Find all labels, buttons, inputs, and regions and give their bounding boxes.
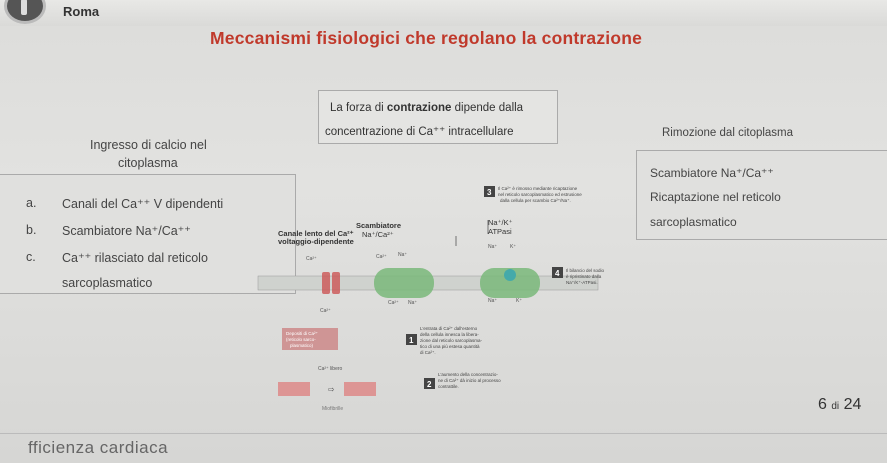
step-2-num: 2 bbox=[427, 380, 432, 389]
right-item-2: Ricaptazione nel reticolo bbox=[650, 190, 781, 204]
depositi-2: (reticolo sarco- bbox=[286, 337, 316, 342]
ca-channel-2 bbox=[332, 272, 340, 294]
step-1-text-5: di Ca²⁺. bbox=[420, 350, 436, 355]
ion-k-1: K⁺ bbox=[510, 244, 516, 250]
miofibrille: Miofibrille bbox=[322, 406, 343, 412]
myofibril-1 bbox=[278, 382, 310, 396]
page-sep: di bbox=[831, 401, 840, 412]
step-4-num: 4 bbox=[555, 269, 560, 278]
step-4-text-1: Il bilancio del sodio bbox=[566, 268, 605, 273]
step-1-text-3: zione dal reticolo sarcoplasma- bbox=[420, 338, 483, 343]
left-item-c-cont: sarcoplasmatico bbox=[62, 276, 153, 290]
left-item-letter-b: b. bbox=[26, 223, 37, 237]
myofibril-2 bbox=[344, 382, 376, 396]
next-slide-title: fficienza cardiaca bbox=[28, 438, 169, 457]
left-item-b: Scambiatore Na⁺/Ca⁺⁺ bbox=[62, 224, 191, 238]
step-3-num: 3 bbox=[487, 188, 492, 197]
step-1-badge bbox=[406, 334, 417, 345]
exchanger bbox=[374, 268, 434, 298]
step-2-text-2: ne di Ca²⁺ dà inizio al processo bbox=[438, 378, 501, 383]
ion-na-1: Na⁺ bbox=[398, 252, 407, 258]
step-1-num: 1 bbox=[409, 336, 414, 345]
center-box bbox=[318, 90, 558, 144]
page-total: 24 bbox=[843, 396, 862, 413]
depositi-1: Depositi di Ca²⁺ bbox=[286, 331, 319, 336]
right-item-1: Scambiatore Na⁺/Ca⁺⁺ bbox=[650, 166, 774, 180]
bold-word: contrazione bbox=[386, 102, 452, 114]
label-nak-1: Na⁺/K⁺ bbox=[488, 218, 513, 227]
slide-title: Meccanismi fisiologici che regolano la c… bbox=[210, 28, 643, 48]
step-2-text-3: contrattile. bbox=[438, 384, 459, 389]
calcium-diagram: Canale lento del Ca²⁺ voltaggio-dipenden… bbox=[257, 186, 605, 412]
step-1-text-1: L'entrata di Ca²⁺ dall'esterno bbox=[420, 326, 478, 331]
label-scamb-2: Na⁺/Ca²⁺ bbox=[362, 230, 394, 239]
step-2-badge bbox=[424, 378, 435, 389]
right-item-3: sarcoplasmatico bbox=[650, 215, 737, 229]
page-number: 6 di 24 bbox=[818, 396, 861, 414]
ion-ca-3: Ca²⁺ bbox=[320, 308, 331, 314]
left-heading: Ingresso di calcio nel citoplasma bbox=[90, 138, 207, 170]
label-canale-1: Canale lento del Ca²⁺ bbox=[278, 229, 354, 238]
right-list-box bbox=[636, 150, 887, 240]
arrow-right-icon: ⇨ bbox=[328, 385, 335, 394]
left-item-a: Canali del Ca⁺⁺ V dipendenti bbox=[62, 197, 224, 211]
depositi-box bbox=[282, 328, 338, 350]
step-3-badge bbox=[484, 186, 495, 197]
step-2-text-1: L'aumento della concentrazio- bbox=[438, 372, 498, 377]
depositi-3: plasmatico) bbox=[290, 343, 314, 348]
step-1-text-2: della cellula innesca la libera- bbox=[420, 332, 479, 337]
left-item-c: Ca⁺⁺ rilasciato dal reticolo bbox=[62, 251, 208, 265]
step-3-text-1: Il Ca²⁺ è rimosso mediante ricaptazione bbox=[498, 186, 578, 191]
center-text-line2: concentrazione di Ca⁺⁺ intracellulare bbox=[325, 126, 514, 138]
ca-channel bbox=[322, 272, 330, 294]
nak-pump bbox=[480, 268, 540, 298]
left-item-letter-c: c. bbox=[26, 250, 36, 264]
step-4-badge bbox=[552, 267, 563, 278]
ion-na-3: Na⁺ bbox=[408, 300, 417, 306]
left-item-letter-a: a. bbox=[26, 196, 37, 210]
label-scamb-1: Scambiatore bbox=[356, 221, 401, 230]
center-text-line1: La forza di contrazione dipende dalla bbox=[330, 102, 524, 114]
step-3-text-2: nel reticolo sarcoplasmatico ed estrusio… bbox=[498, 192, 582, 197]
label-canale-2: voltaggio-dipendente bbox=[278, 237, 354, 246]
step-4-text-2: è ripristinato dalla bbox=[566, 274, 602, 279]
user-name: Roma bbox=[63, 4, 100, 19]
pump-core bbox=[504, 269, 516, 281]
page-current: 6 bbox=[818, 396, 827, 413]
ion-k-2: K⁺ bbox=[516, 298, 522, 304]
ca-libero: Ca²⁺ libero bbox=[318, 366, 343, 372]
ion-ca-1: Ca²⁺ bbox=[306, 256, 317, 262]
right-heading: Rimozione dal citoplasma bbox=[662, 127, 794, 139]
ion-ca-2: Ca²⁺ bbox=[376, 254, 387, 260]
step-4-text-3: Na⁺/K⁺-ATPasi. bbox=[566, 280, 598, 285]
left-list-box bbox=[0, 174, 296, 294]
step-3-text-3: dalla cellula per scambio Ca²⁺/Na⁺. bbox=[500, 198, 571, 203]
avatar[interactable] bbox=[4, 0, 46, 24]
ion-na-4: Na⁺ bbox=[488, 298, 497, 304]
bottom-divider bbox=[0, 433, 887, 434]
ion-ca-4: Ca²⁺ bbox=[388, 300, 399, 306]
ion-na-2: Na⁺ bbox=[488, 244, 497, 250]
label-nak-2: ATPasi bbox=[488, 227, 512, 236]
step-1-text-4: tico di una più estesa quantità bbox=[420, 344, 480, 349]
top-bar: Roma bbox=[0, 0, 887, 26]
